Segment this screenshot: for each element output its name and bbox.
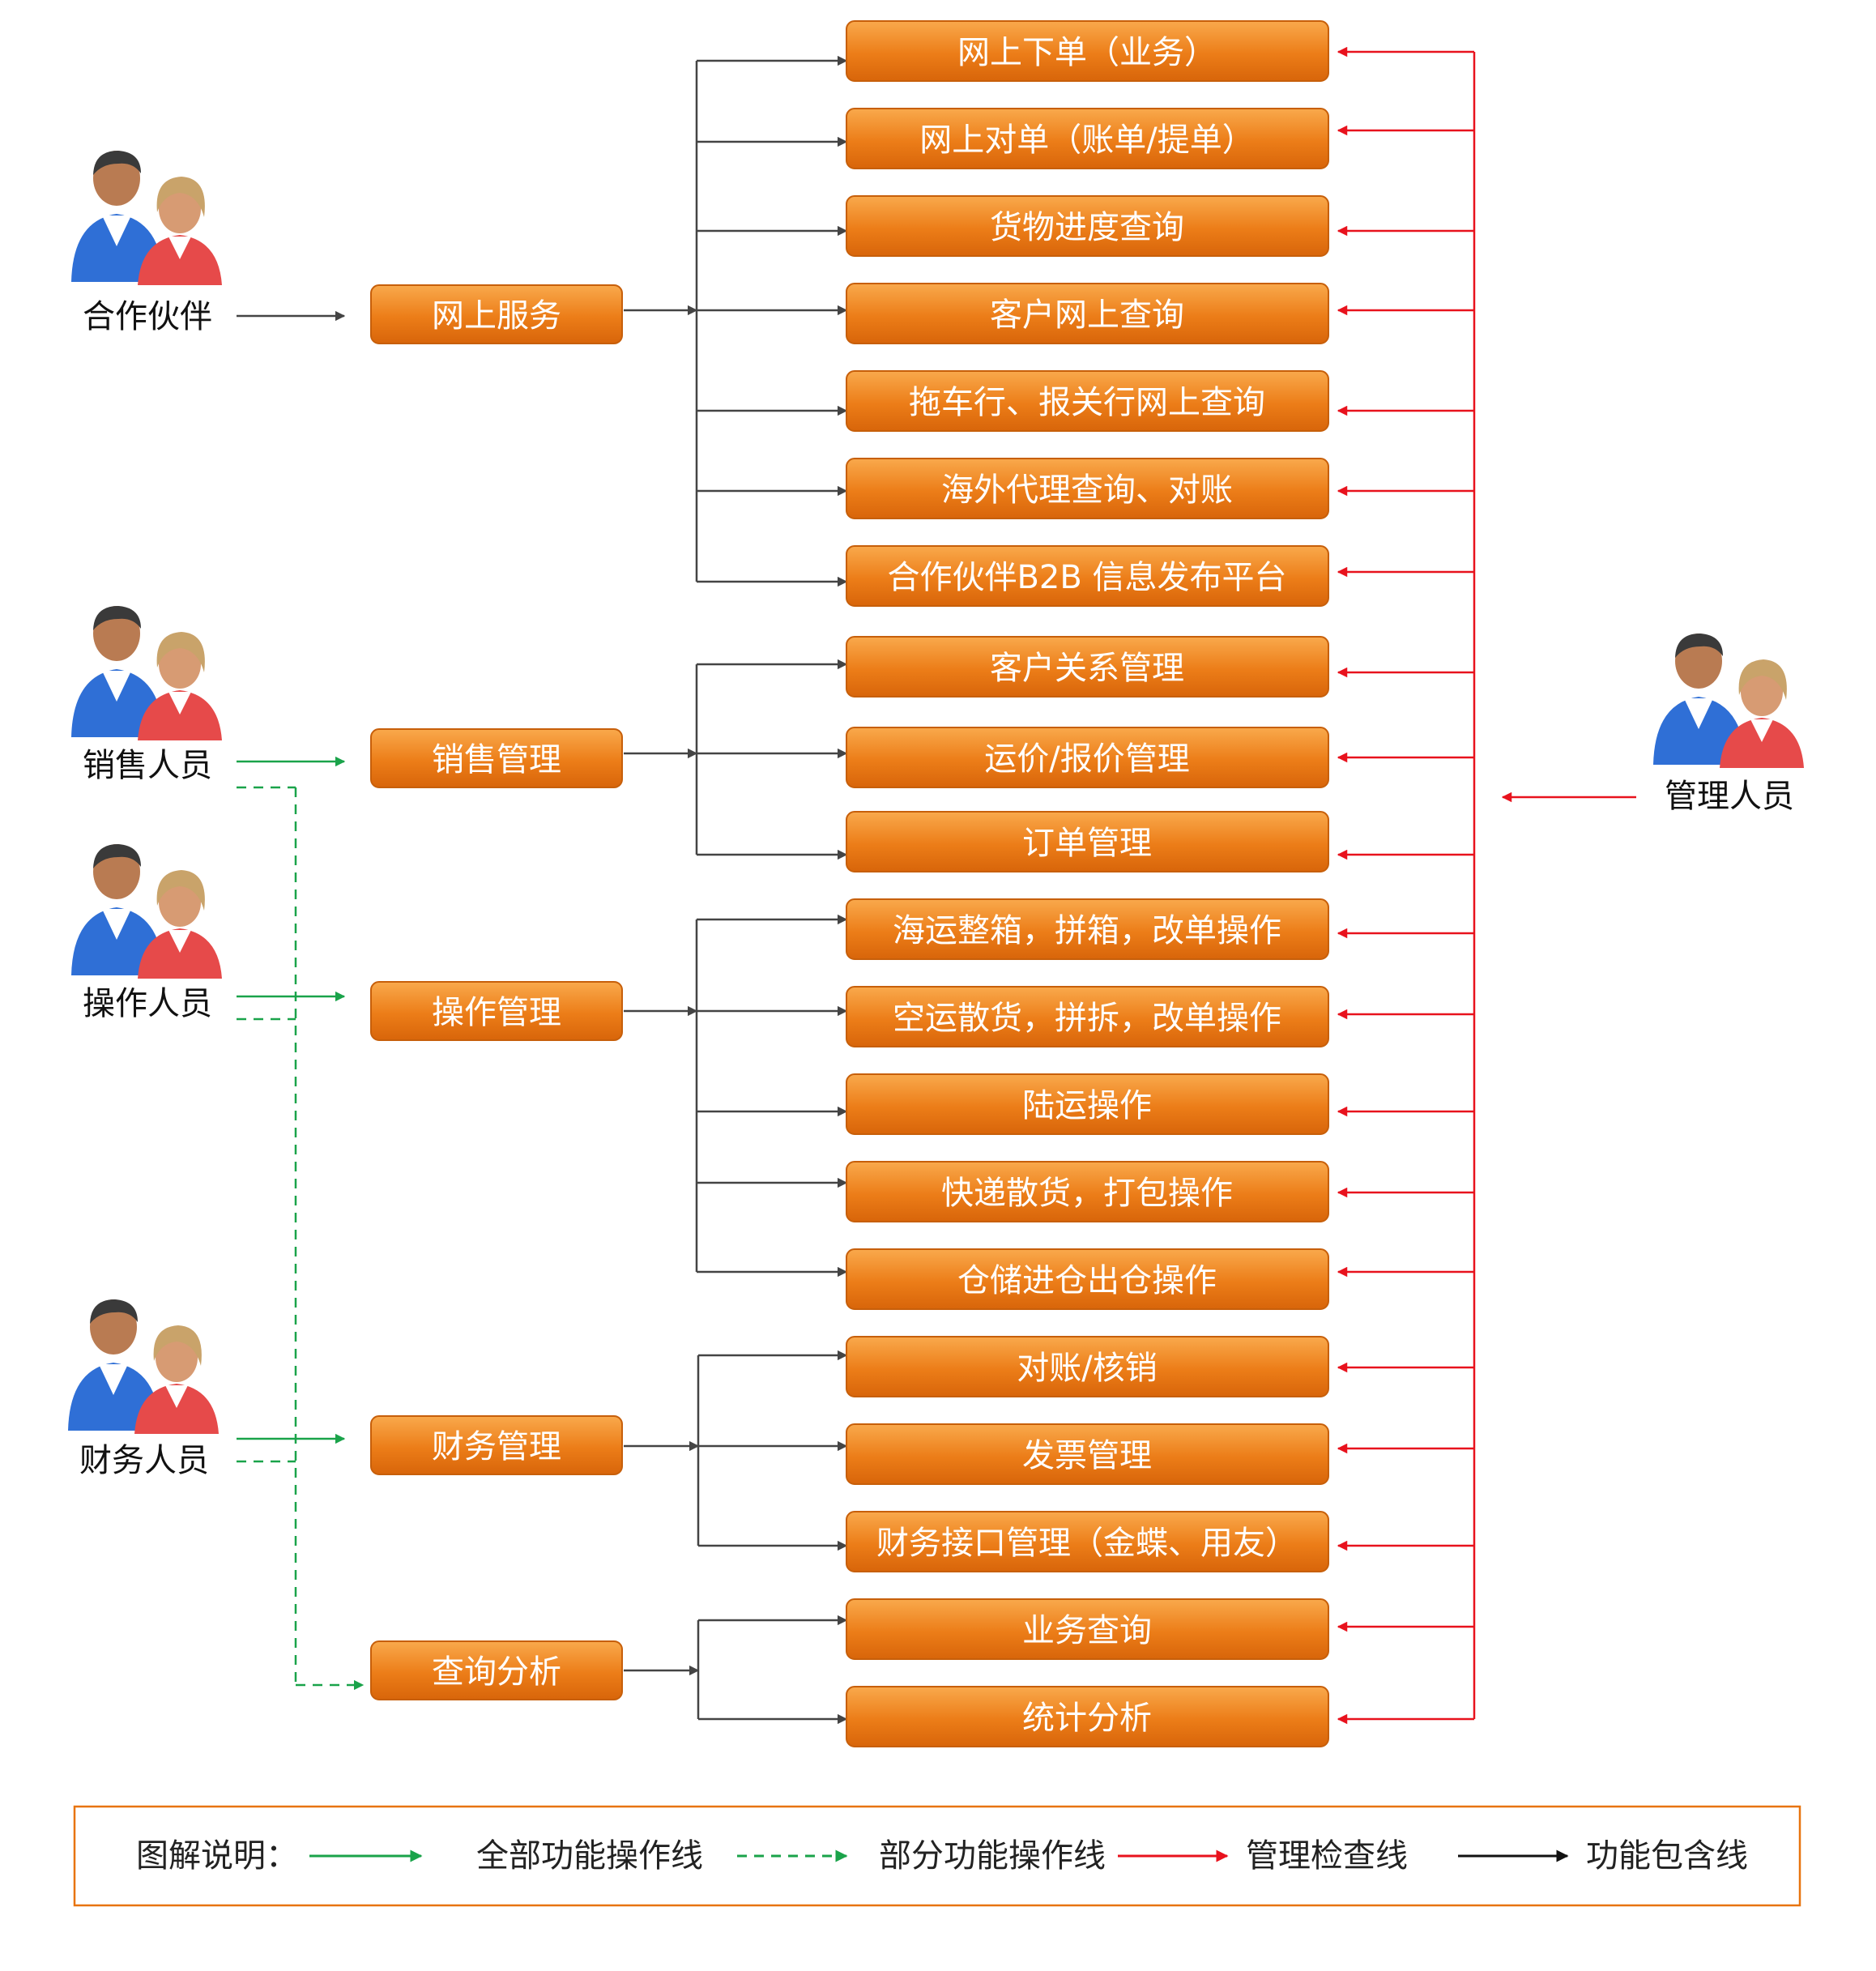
function-label: 网上下单（业务）	[957, 34, 1217, 71]
partner-users-icon	[71, 151, 222, 285]
function-box: 网上下单（业务）	[846, 20, 1329, 82]
function-box: 拖车行、报关行网上查询	[846, 370, 1329, 432]
role-ops: 操作人员	[83, 985, 212, 1022]
function-label: 海外代理查询、对账	[941, 471, 1233, 509]
sales-users-icon	[71, 606, 222, 740]
legend-partial-label: 部分功能操作线	[879, 1837, 1106, 1875]
function-label: 快递散货，打包操作	[941, 1175, 1233, 1212]
function-label: 合作伙伴B2B 信息发布平台	[887, 559, 1286, 596]
partial-operation-lines	[237, 786, 365, 1691]
function-box: 财务接口管理（金蝶、用友）	[846, 1511, 1329, 1572]
svg-text:财务管理: 财务管理	[432, 1428, 561, 1465]
module-query: 查询分析	[370, 1640, 623, 1700]
role-partner: 合作伙伴	[83, 298, 212, 335]
admin-users-icon	[1653, 634, 1804, 768]
legend: 图解说明： 全部功能操作线 部分功能操作线 管理检查线 功能包含线	[73, 1805, 1801, 1907]
svg-text:销售管理: 销售管理	[432, 741, 561, 779]
function-box: 快递散货，打包操作	[846, 1161, 1329, 1222]
ops-users-icon	[71, 844, 222, 979]
legend-contain-label: 功能包含线	[1586, 1837, 1748, 1875]
function-box: 货物进度查询	[846, 195, 1329, 257]
svg-text:操作管理: 操作管理	[432, 994, 561, 1031]
module-ops: 操作管理	[370, 981, 623, 1041]
function-label: 海运整箱，拼箱，改单操作	[893, 912, 1281, 949]
function-label: 货物进度查询	[990, 209, 1184, 246]
legend-check-label: 管理检查线	[1246, 1837, 1408, 1875]
function-box: 合作伙伴B2B 信息发布平台	[846, 545, 1329, 607]
function-label: 运价/报价管理	[984, 740, 1189, 778]
function-boxes: 网上下单（业务） 网上对单（账单/提单） 货物进度查询 客户网上查询 拖车行、报…	[846, 20, 1329, 1747]
containment-lines	[237, 55, 848, 1725]
module-online: 网上服务	[370, 284, 623, 344]
function-label: 拖车行、报关行网上查询	[909, 384, 1265, 421]
function-label: 业务查询	[1022, 1612, 1152, 1649]
role-admin: 管理人员	[1665, 778, 1794, 815]
svg-text:网上服务: 网上服务	[432, 297, 561, 335]
function-label: 统计分析	[1022, 1700, 1152, 1737]
function-label: 财务接口管理（金蝶、用友）	[876, 1525, 1298, 1562]
function-box: 业务查询	[846, 1598, 1329, 1660]
function-label: 仓储进仓出仓操作	[957, 1262, 1217, 1299]
role-sales: 销售人员	[83, 747, 212, 784]
function-label: 网上对单（账单/提单）	[919, 122, 1254, 159]
function-label: 陆运操作	[1022, 1087, 1152, 1124]
function-label: 客户关系管理	[990, 650, 1184, 687]
function-box: 空运散货，拼拆，改单操作	[846, 986, 1329, 1047]
function-box: 客户关系管理	[846, 636, 1329, 698]
module-sales: 销售管理	[370, 728, 623, 788]
function-label: 发票管理	[1022, 1437, 1152, 1474]
role-finance: 财务人员	[79, 1442, 209, 1479]
function-box: 统计分析	[846, 1686, 1329, 1747]
module-finance: 财务管理	[370, 1415, 623, 1475]
legend-full-label: 全部功能操作线	[476, 1837, 703, 1875]
function-box: 网上对单（账单/提单）	[846, 108, 1329, 169]
finance-users-icon	[68, 1299, 219, 1434]
function-box: 海外代理查询、对账	[846, 458, 1329, 519]
function-box: 运价/报价管理	[846, 727, 1329, 788]
function-box: 对账/核销	[846, 1336, 1329, 1397]
function-label: 对账/核销	[1017, 1350, 1157, 1387]
function-label: 订单管理	[1022, 825, 1152, 862]
function-box: 海运整箱，拼箱，改单操作	[846, 898, 1329, 960]
function-box: 发票管理	[846, 1423, 1329, 1485]
function-box: 仓储进仓出仓操作	[846, 1248, 1329, 1310]
function-box: 订单管理	[846, 811, 1329, 872]
svg-text:查询分析: 查询分析	[432, 1653, 561, 1691]
operation-lines	[237, 756, 346, 1444]
legend-title: 图解说明：	[136, 1837, 298, 1875]
function-label: 客户网上查询	[990, 297, 1184, 334]
function-box: 客户网上查询	[846, 283, 1329, 344]
function-box: 陆运操作	[846, 1073, 1329, 1135]
function-label: 空运散货，拼拆，改单操作	[893, 1000, 1281, 1037]
check-lines	[1337, 46, 1636, 1725]
